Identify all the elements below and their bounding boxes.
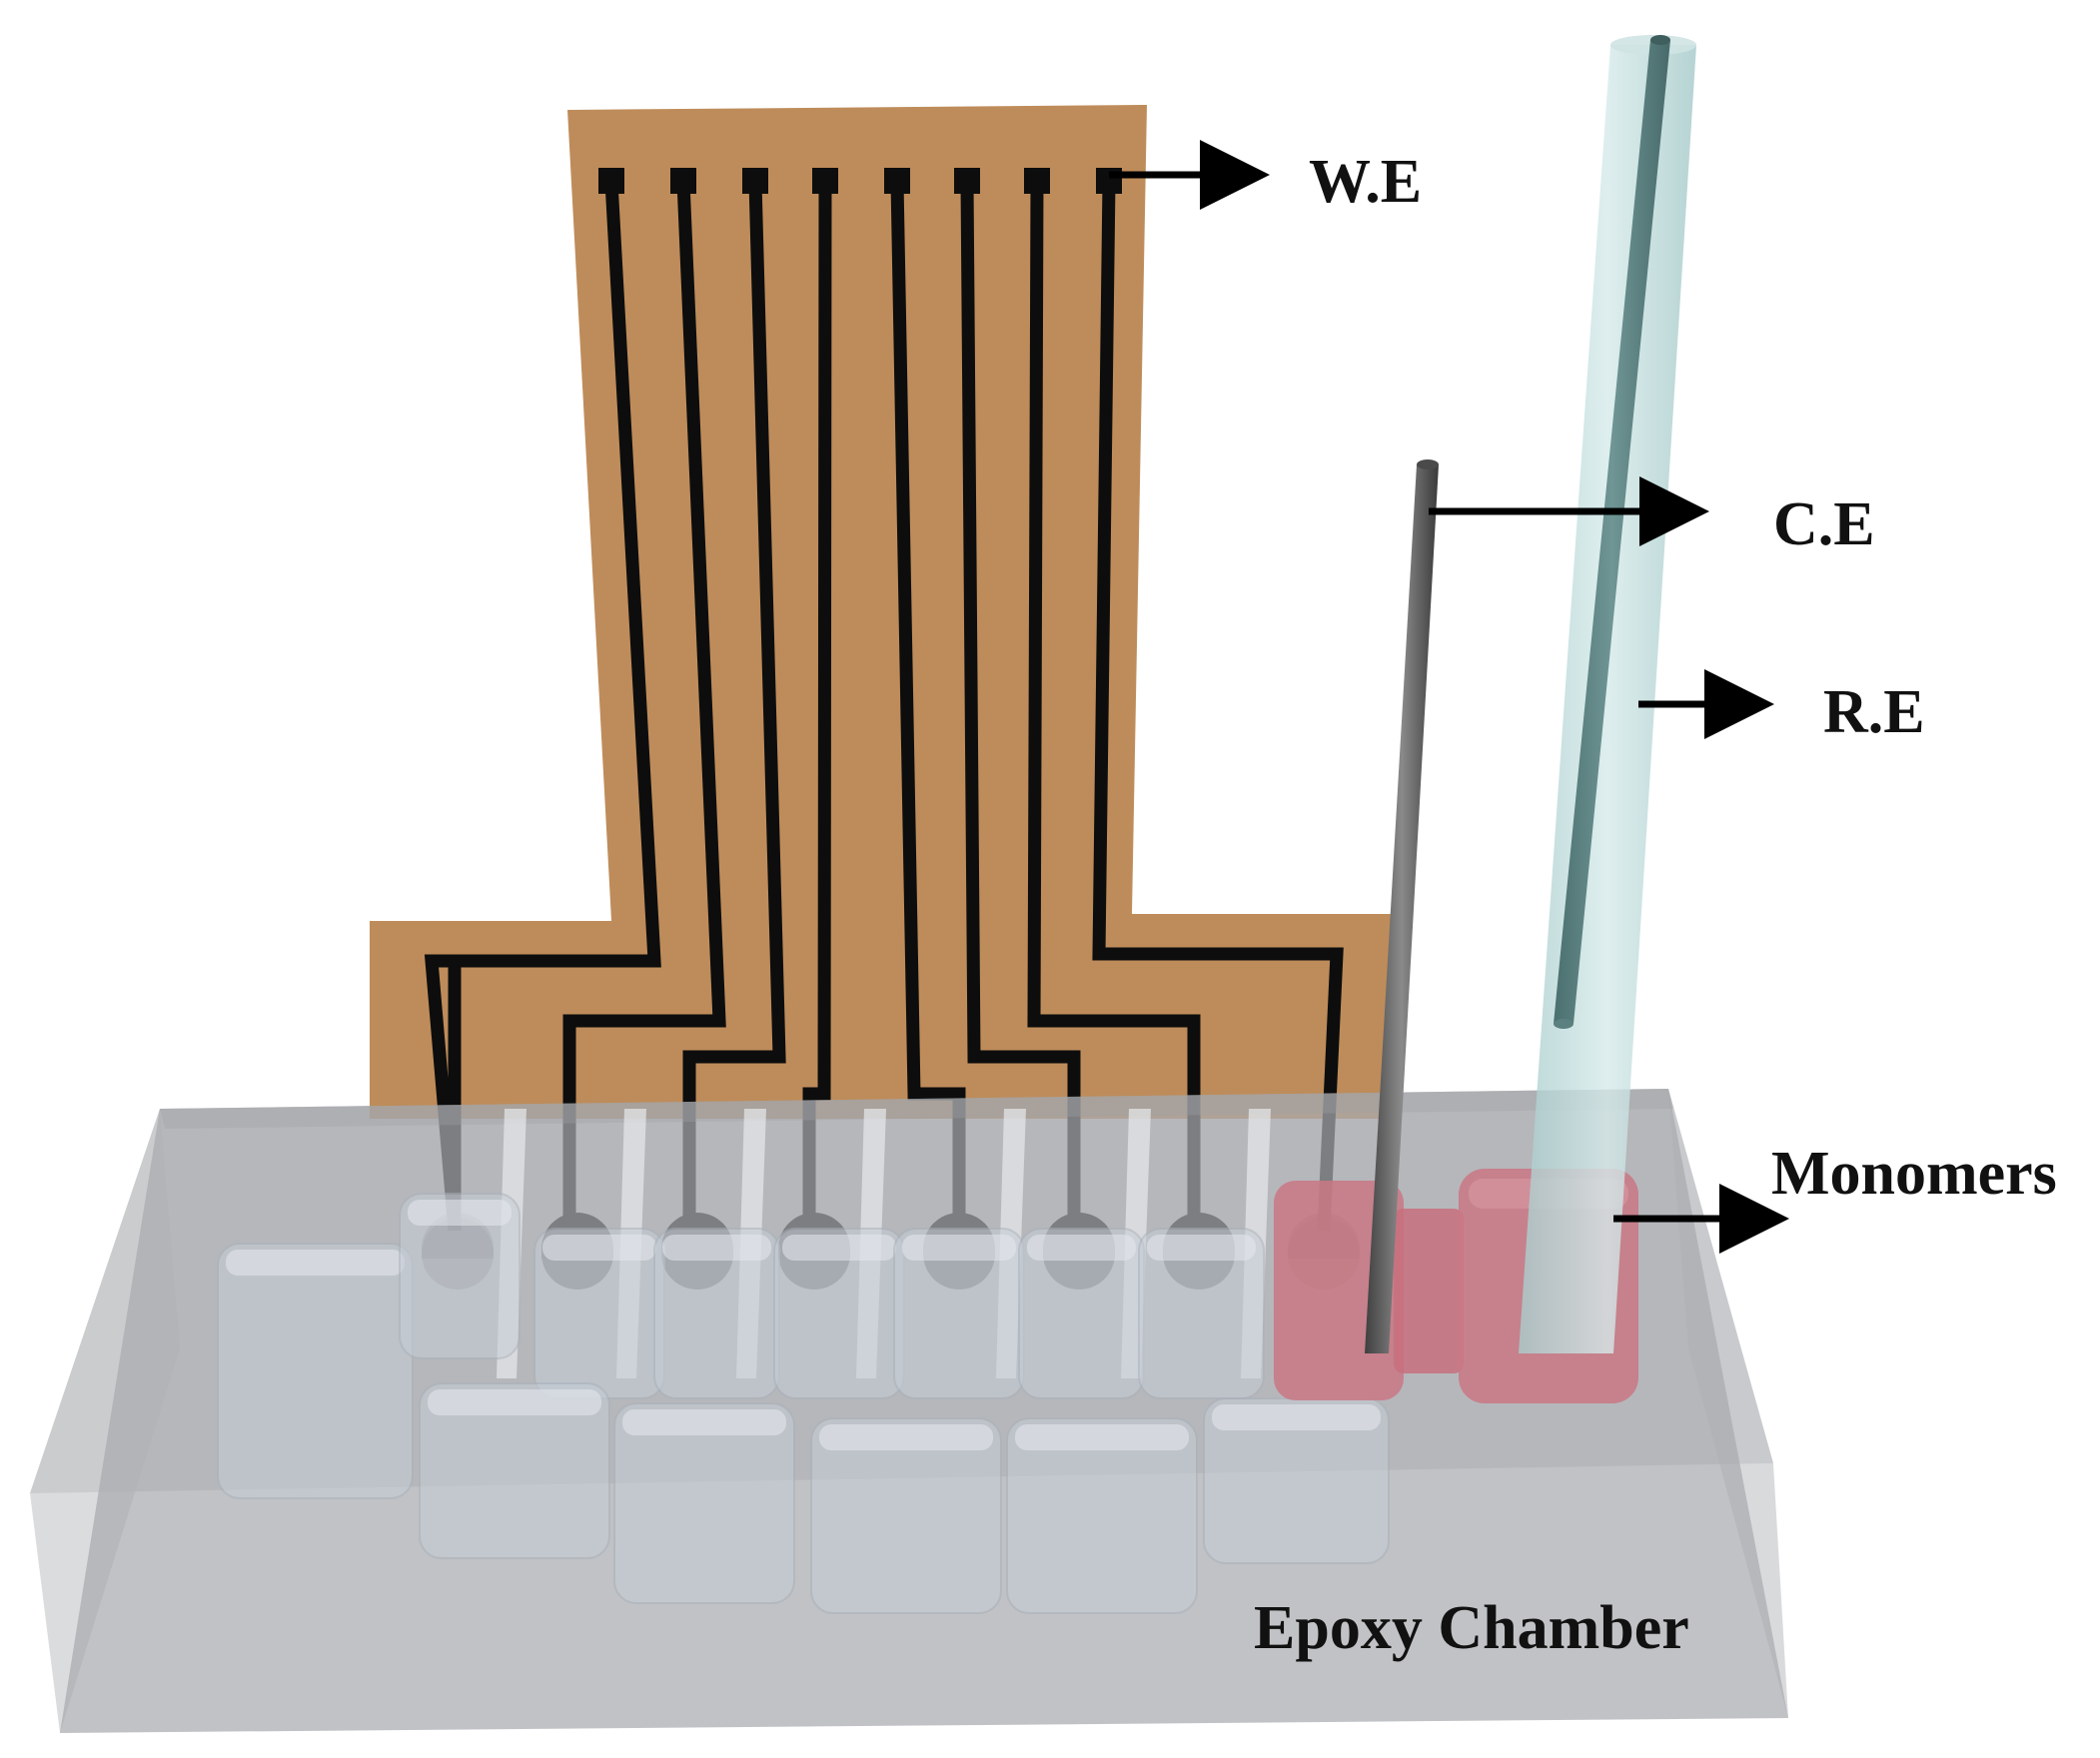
- well-rim: [428, 1389, 601, 1415]
- well: [810, 1417, 1002, 1614]
- sample-wells: [217, 1193, 1390, 1614]
- contact-pad: [1024, 168, 1050, 194]
- label-arrows: [1109, 140, 1789, 1254]
- well: [613, 1402, 795, 1604]
- trace-line: [1092, 181, 1344, 1232]
- well-rim: [662, 1235, 771, 1261]
- well-rim: [622, 1409, 786, 1435]
- well-rim: [1015, 1424, 1189, 1450]
- well-rim: [1147, 1235, 1256, 1261]
- ce-label: C.E: [1773, 490, 1875, 558]
- well: [1138, 1228, 1265, 1399]
- well-rim: [226, 1250, 405, 1276]
- re-label: R.E: [1823, 678, 1925, 746]
- counter-electrode: [1365, 459, 1439, 1353]
- well: [217, 1243, 414, 1499]
- well-rim: [1212, 1404, 1381, 1430]
- contact-pad: [670, 168, 696, 194]
- well: [399, 1193, 521, 1359]
- contact-pad: [884, 168, 910, 194]
- well-rim: [542, 1235, 656, 1261]
- contact-pad: [598, 168, 624, 194]
- well-rim: [819, 1424, 993, 1450]
- well: [1006, 1417, 1198, 1614]
- we-label: W.E: [1309, 148, 1422, 216]
- monomers-label: Monomers: [1771, 1140, 2057, 1208]
- well-rim: [408, 1200, 512, 1226]
- reference-electrode: [1519, 35, 1696, 1353]
- well-rim: [782, 1235, 896, 1261]
- well: [419, 1382, 610, 1559]
- contact-pad: [742, 168, 768, 194]
- contact-pad: [954, 168, 980, 194]
- well-rim: [1027, 1235, 1136, 1261]
- contact-pad: [812, 168, 838, 194]
- epoxy-chamber-label: Epoxy Chamber: [1254, 1594, 1689, 1662]
- well-rim: [902, 1235, 1016, 1261]
